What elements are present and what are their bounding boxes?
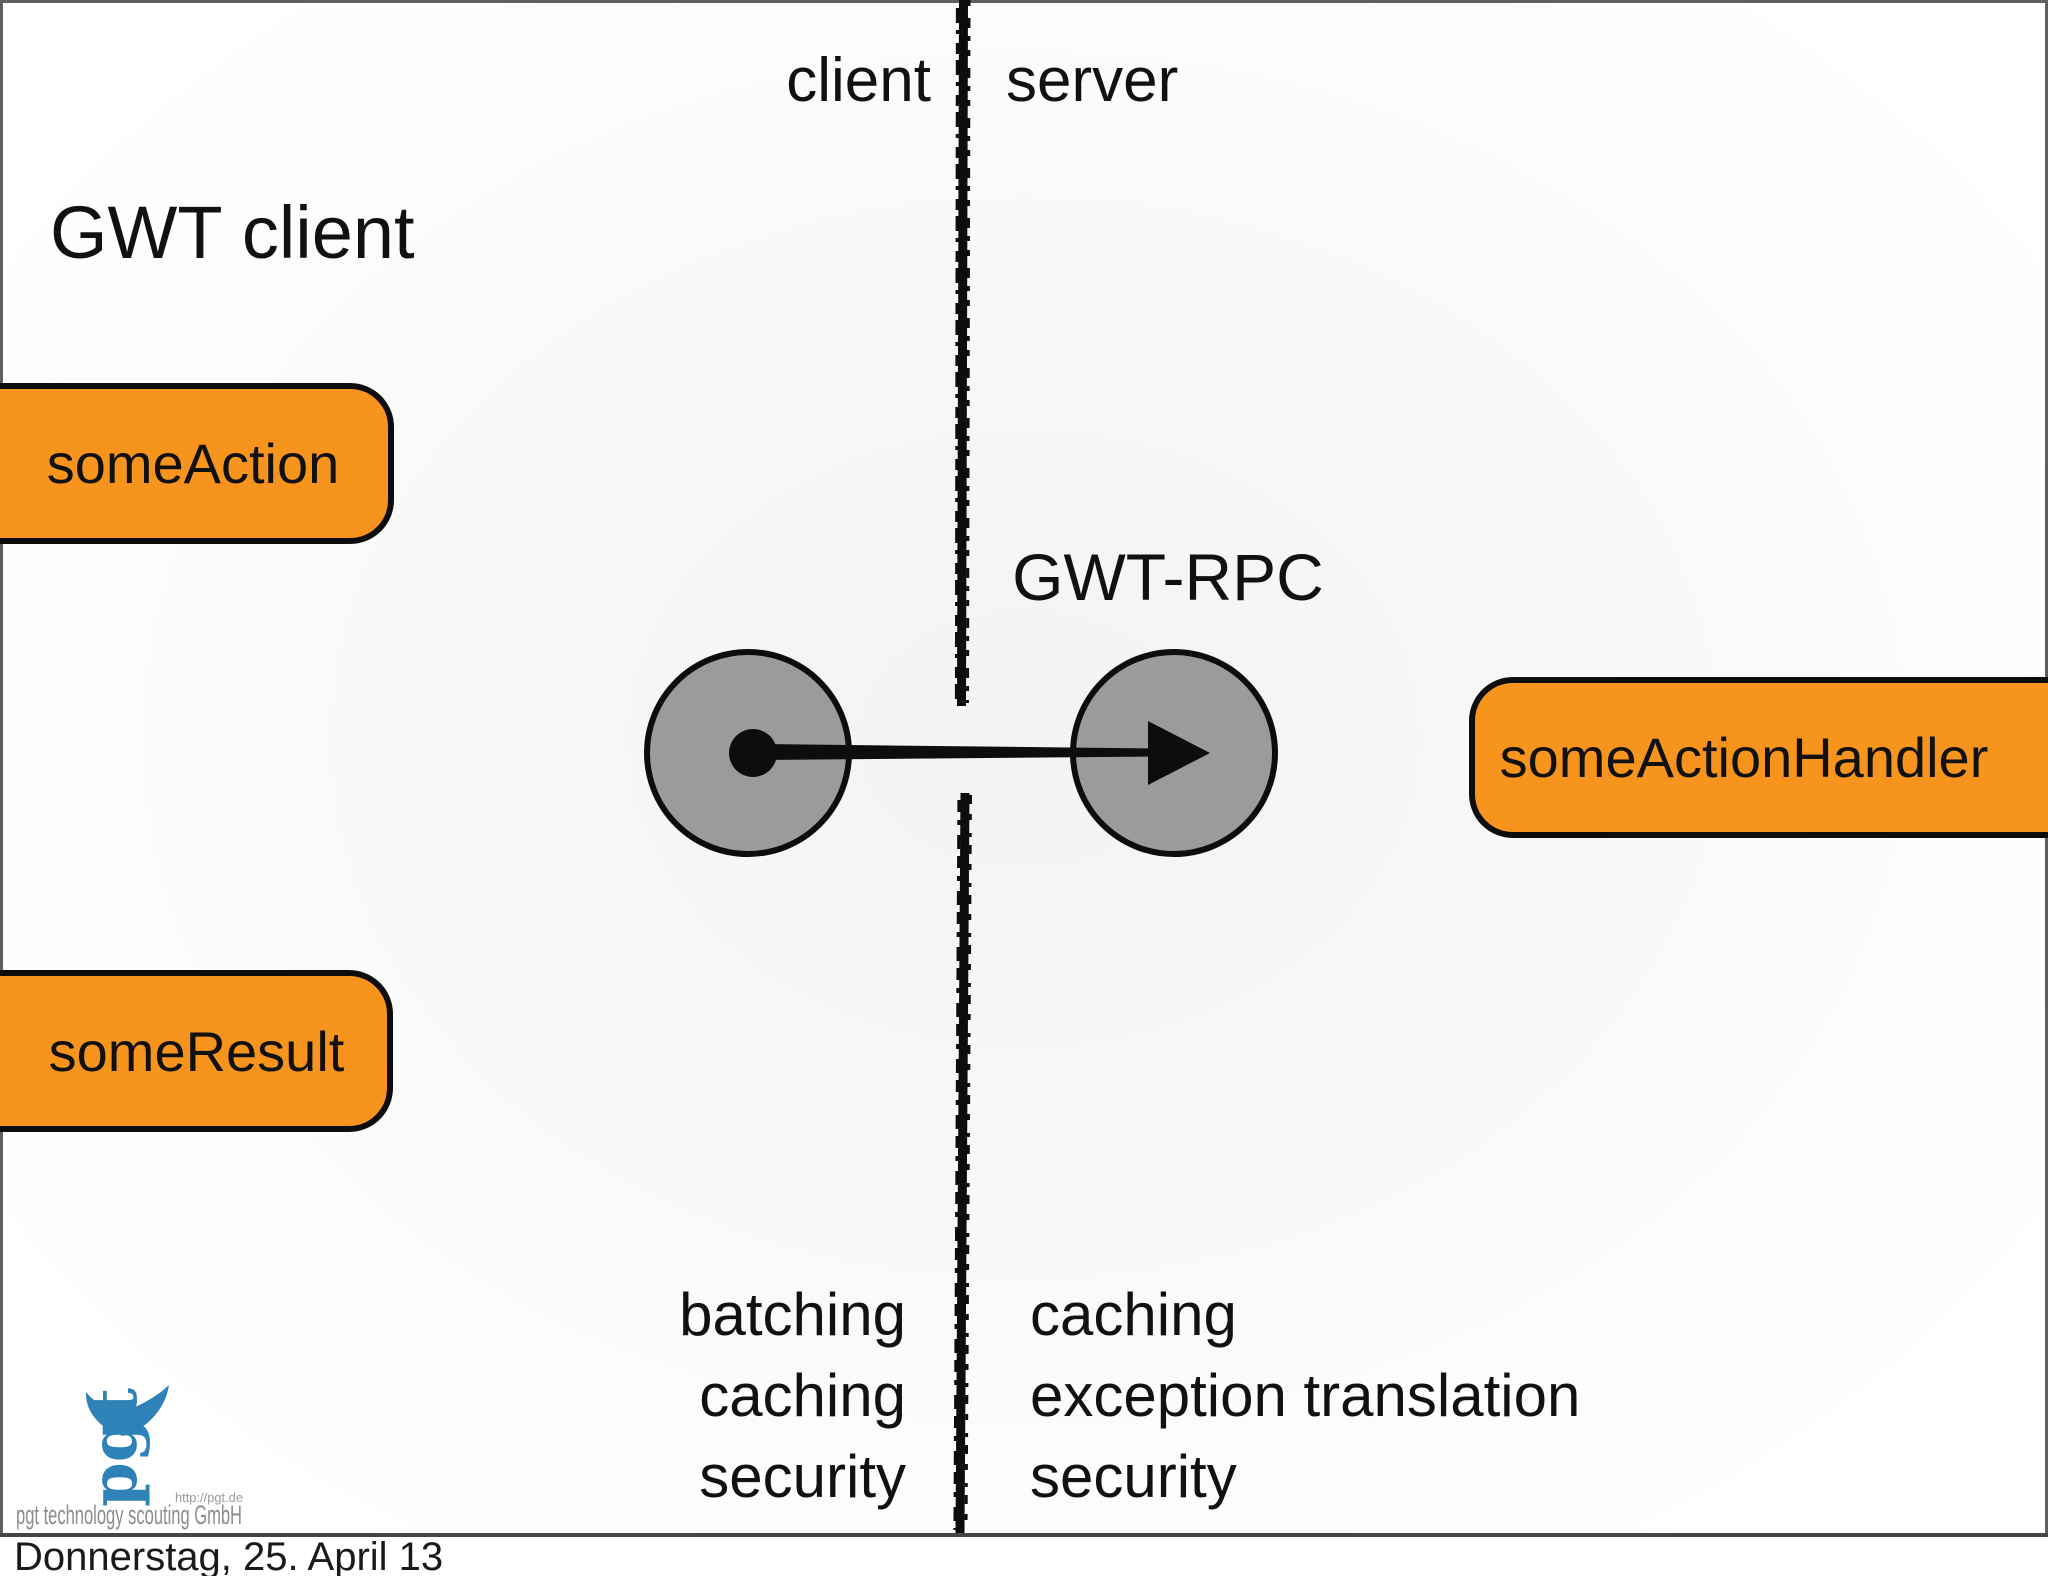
client-server-divider-line — [953, 0, 972, 1534]
server-feature-item: exception translation — [1030, 1362, 1581, 1429]
pgt-logo: pgt http://pgt.de pgt technology scoutin… — [16, 1385, 243, 1530]
client-feature-list: batching caching security — [679, 1274, 906, 1517]
gwt-rpc-label: GWT-RPC — [1012, 540, 1324, 614]
some-action-handler-node: someActionHandler — [1469, 677, 2048, 838]
some-action-label: someAction — [46, 432, 340, 495]
server-feature-list: caching exception translation security — [1030, 1274, 1580, 1517]
client-side-label: client — [786, 46, 931, 115]
pgt-logo-whale-tail-icon — [85, 1385, 169, 1436]
gwt-client-title: GWT client — [50, 191, 415, 274]
arrow-head-icon — [1148, 721, 1210, 785]
export-date-caption: Donnerstag, 25. April 13 — [14, 1535, 444, 1576]
pgt-logo-text: pgt — [77, 1388, 152, 1508]
client-feature-item: security — [699, 1443, 906, 1510]
some-action-handler-label: someActionHandler — [1499, 726, 1989, 789]
slide-footer-divider — [0, 1533, 2048, 1537]
server-side-label: server — [1006, 46, 1179, 115]
rpc-call-arrow — [729, 721, 1210, 785]
some-result-node: someResult — [0, 970, 393, 1132]
arrow-shaft — [760, 744, 1156, 760]
some-action-node: someAction — [0, 383, 394, 544]
client-feature-item: batching — [679, 1281, 906, 1348]
server-feature-item: caching — [1030, 1281, 1237, 1348]
some-result-label: someResult — [48, 1019, 345, 1083]
pgt-logo-company: pgt technology scouting GmbH — [16, 1500, 242, 1530]
server-feature-item: security — [1030, 1443, 1237, 1510]
pgt-logo-url: http://pgt.de — [175, 1490, 243, 1505]
arrow-origin-dot — [729, 729, 777, 777]
client-feature-item: caching — [699, 1362, 906, 1429]
